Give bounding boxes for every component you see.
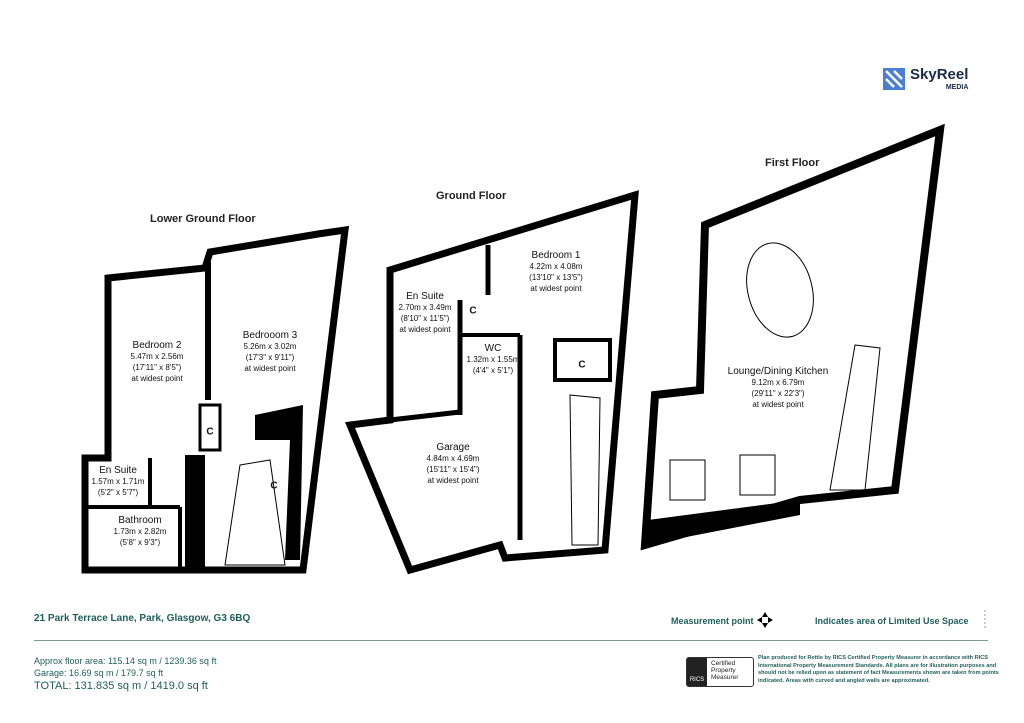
staircase [224,344,881,566]
kitchen-island [746,242,814,338]
measurement-point-icon [757,612,773,628]
cupboard-label: C [469,305,477,317]
brand-name: SkyReel [910,66,969,83]
garage-area: Garage: 16.69 sq m / 179.7 sq ft [34,668,164,678]
cupboard-label: C [270,480,278,492]
floor-title: First Floor [765,157,820,169]
approx-floor-area: Approx floor area: 115.14 sq m / 1239.36… [34,656,217,666]
floor-title: Lower Ground Floor [150,213,256,225]
first-floor-wall-block [645,500,800,545]
brand-sub: MEDIA [945,84,969,91]
table [669,459,706,501]
lower-ground-floor-plan [81,225,350,574]
lower-ground-wall-block [185,455,205,570]
footer-divider [34,640,988,641]
cupboard-label: C [206,426,214,438]
ground-floor-plan [345,190,639,575]
disclaimer: Plan produced for Rettie by RICS Certifi… [758,655,999,684]
property-address: 21 Park Terrace Lane, Park, Glasgow, G3 … [34,613,251,624]
table [739,454,776,496]
rics-logo: RICS [687,658,707,686]
first-floor-plan [640,123,945,551]
total-area: TOTAL: 131.835 sq m / 1419.0 sq ft [34,680,208,692]
logo-icon [883,67,905,90]
cupboard-label: C [578,359,586,371]
limited-use-legend: Indicates area of Limited Use Space [815,616,969,626]
measurement-point-legend: Measurement point [671,616,754,626]
floor-title: Ground Floor [436,190,507,202]
lower-ground-solid-wall [255,405,303,560]
